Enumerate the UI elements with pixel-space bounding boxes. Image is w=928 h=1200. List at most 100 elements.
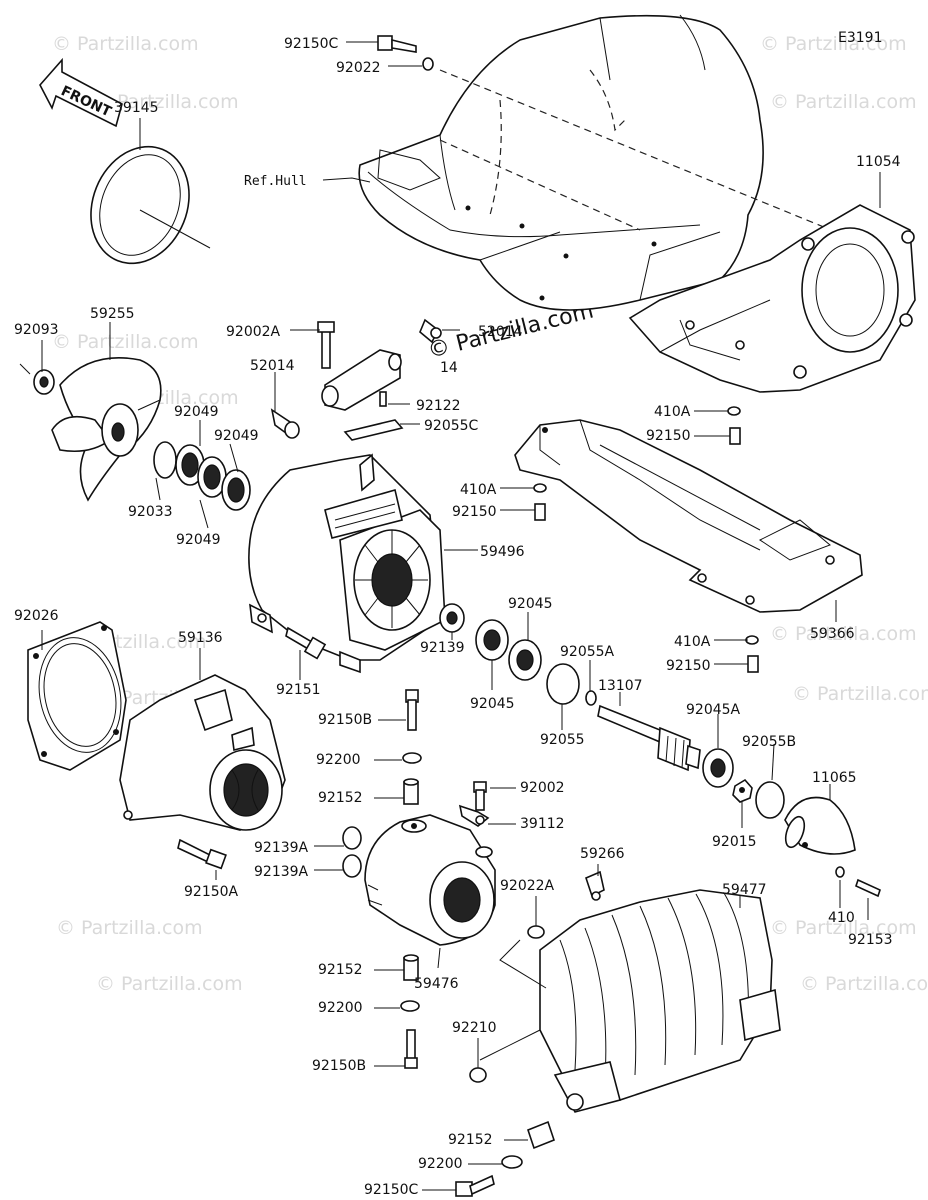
part-label[interactable]: 410A bbox=[654, 404, 691, 420]
part-label[interactable]: 92049 bbox=[176, 532, 221, 548]
part-label[interactable]: 92210 bbox=[452, 1020, 497, 1036]
part-label[interactable]: 92015 bbox=[712, 834, 757, 850]
part-59477-pump-cover bbox=[539, 889, 781, 1113]
part-label[interactable]: 39112 bbox=[520, 816, 565, 832]
part-92150-bolt-top bbox=[729, 427, 741, 445]
part-label[interactable]: 92150B bbox=[312, 1058, 366, 1074]
part-92139A-bushings bbox=[342, 826, 362, 878]
part-label[interactable]: 410 bbox=[828, 910, 855, 926]
part-label[interactable]: 92049 bbox=[174, 404, 219, 420]
part-label[interactable]: 92152 bbox=[318, 962, 363, 978]
part-label[interactable]: 92150 bbox=[452, 504, 497, 520]
part-label[interactable]: 92200 bbox=[316, 752, 361, 768]
part-92045-bearings bbox=[475, 619, 542, 681]
part-label[interactable]: 14 bbox=[440, 360, 458, 376]
part-92139-spacer bbox=[439, 603, 465, 633]
part-92151-bolt bbox=[285, 626, 327, 660]
part-label[interactable]: 92150 bbox=[646, 428, 691, 444]
part-label[interactable]: 52014 bbox=[250, 358, 295, 374]
part-label[interactable]: 13107 bbox=[598, 678, 643, 694]
part-13107-shaft bbox=[597, 704, 701, 772]
part-label[interactable]: 92150B bbox=[318, 712, 372, 728]
part-label[interactable]: 92026 bbox=[14, 608, 59, 624]
part-label[interactable]: 59477 bbox=[722, 882, 767, 898]
part-92049-seals bbox=[175, 444, 251, 511]
part-92093-nut bbox=[19, 363, 55, 395]
part-92152-collar-bottom bbox=[527, 1120, 555, 1150]
part-label[interactable]: 92122 bbox=[416, 398, 461, 414]
part-label[interactable]: 59266 bbox=[580, 846, 625, 862]
part-92033-circlip bbox=[153, 441, 177, 479]
part-label[interactable]: 92055A bbox=[560, 644, 615, 660]
watermark: © Partzilla.com bbox=[800, 973, 928, 995]
part-label[interactable]: 92045A bbox=[686, 702, 741, 718]
part-label[interactable]: 92093 bbox=[14, 322, 59, 338]
part-label[interactable]: 92139A bbox=[254, 840, 309, 856]
part-label[interactable]: 92139A bbox=[254, 864, 309, 880]
watermark: © Partzilla.com bbox=[760, 33, 907, 55]
part-label[interactable]: 59366 bbox=[810, 626, 855, 642]
part-label[interactable]: 11065 bbox=[812, 770, 857, 786]
part-label[interactable]: 92153 bbox=[848, 932, 893, 948]
part-39145-ring bbox=[90, 145, 211, 265]
part-label[interactable]: 92055 bbox=[540, 732, 585, 748]
part-92150-bolt-low bbox=[747, 655, 759, 673]
part-label[interactable]: 92150C bbox=[284, 36, 339, 52]
part-92152-collar-lower bbox=[403, 954, 419, 981]
part-label[interactable]: 92055C bbox=[424, 418, 479, 434]
part-92055A-oring bbox=[585, 690, 597, 706]
part-92122-pin bbox=[379, 391, 387, 407]
part-label[interactable]: 92002A bbox=[226, 324, 281, 340]
part-92210-plug bbox=[469, 1067, 487, 1083]
part-label[interactable]: 92022A bbox=[500, 878, 555, 894]
part-label[interactable]: 92150A bbox=[184, 884, 239, 900]
part-label[interactable]: 59476 bbox=[414, 976, 459, 992]
part-410A-washer-top bbox=[727, 406, 741, 416]
part-59366-plate bbox=[514, 419, 863, 613]
part-label[interactable]: 52014 bbox=[478, 324, 523, 340]
part-label[interactable]: 92045 bbox=[470, 696, 515, 712]
watermark: © Partzilla.com bbox=[770, 917, 917, 939]
part-92022A-washer bbox=[527, 925, 545, 939]
part-11054-housing bbox=[628, 204, 916, 393]
diagram-code: E3191 bbox=[838, 30, 882, 46]
ref-hull-label: Ref.Hull bbox=[244, 174, 307, 189]
part-label[interactable]: 92200 bbox=[318, 1000, 363, 1016]
part-label[interactable]: 92151 bbox=[276, 682, 321, 698]
part-label[interactable]: 59255 bbox=[90, 306, 135, 322]
part-label[interactable]: 92033 bbox=[128, 504, 173, 520]
part-label[interactable]: 92150C bbox=[364, 1182, 419, 1198]
part-92152-collar-upper bbox=[403, 778, 419, 805]
part-92055B-oring bbox=[755, 781, 785, 819]
part-label[interactable]: 92022 bbox=[336, 60, 381, 76]
part-label[interactable]: 92049 bbox=[214, 428, 259, 444]
part-label[interactable]: 92045 bbox=[508, 596, 553, 612]
part-label[interactable]: 410A bbox=[674, 634, 711, 650]
part-label[interactable]: 92200 bbox=[418, 1156, 463, 1172]
part-92200-washer-lower bbox=[400, 1000, 420, 1012]
part-label[interactable]: 92152 bbox=[318, 790, 363, 806]
part-92002-bolt bbox=[473, 781, 487, 811]
part-label[interactable]: 39145 bbox=[114, 100, 159, 116]
part-label[interactable]: 11054 bbox=[856, 154, 901, 170]
part-label[interactable]: 92150 bbox=[666, 658, 711, 674]
part-410A-washer-mid bbox=[533, 483, 547, 493]
part-59266-fitting bbox=[585, 870, 605, 901]
watermark: © Partzilla.com bbox=[52, 33, 199, 55]
part-92200-washer-bottom bbox=[501, 1155, 523, 1169]
part-92150B-bolt-upper bbox=[405, 689, 419, 731]
part-39112-bracket bbox=[458, 804, 490, 827]
part-label[interactable]: 410A bbox=[460, 482, 497, 498]
part-92150A-bolt bbox=[177, 838, 227, 870]
part-label[interactable]: 92055B bbox=[742, 734, 796, 750]
part-label[interactable]: 92152 bbox=[448, 1132, 493, 1148]
part-label[interactable]: 92002 bbox=[520, 780, 565, 796]
front-direction-arrow: FRONT bbox=[39, 57, 123, 128]
part-label[interactable]: 92139 bbox=[420, 640, 465, 656]
part-92022-washer bbox=[422, 57, 434, 71]
part-label[interactable]: 59136 bbox=[178, 630, 223, 646]
leader-lines bbox=[41, 41, 881, 1191]
part-label[interactable]: 59496 bbox=[480, 544, 525, 560]
